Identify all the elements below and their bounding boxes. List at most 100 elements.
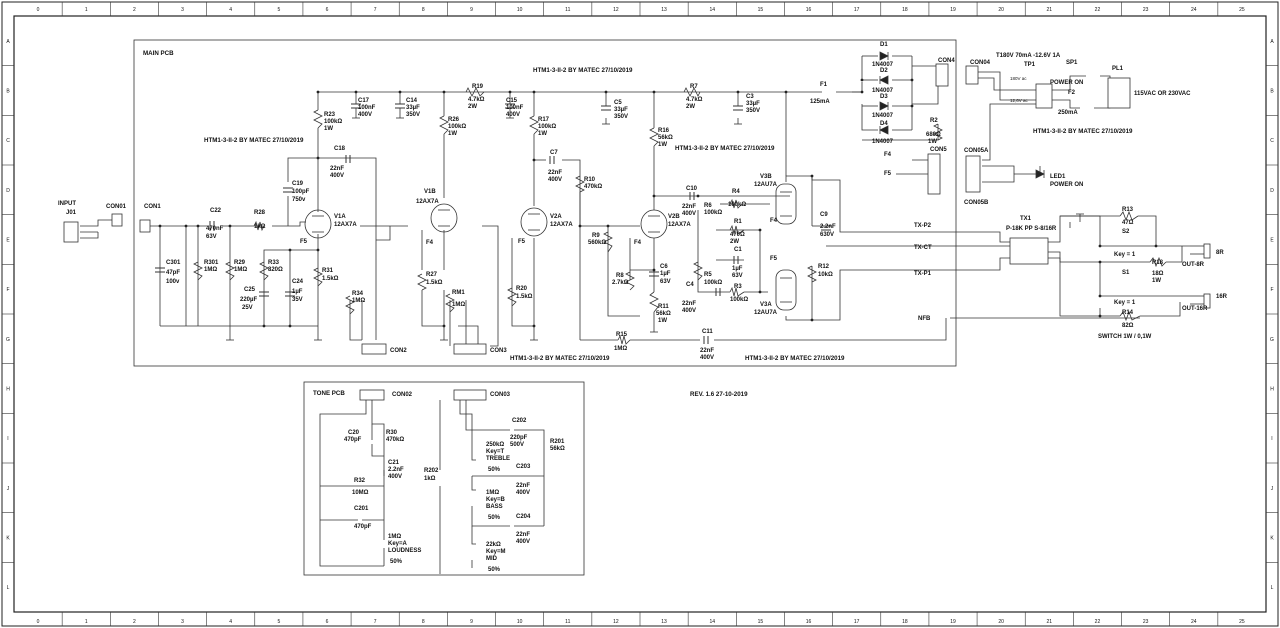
r13-ref: R13 xyxy=(1122,207,1134,213)
row-label-right: H xyxy=(1270,387,1274,393)
c203-ref: C203 xyxy=(516,464,531,470)
row-label-right: C xyxy=(1270,138,1274,144)
row-label-right: G xyxy=(1270,337,1274,343)
key1-label-1: Key = 1 xyxy=(1114,252,1136,258)
connector-con03 xyxy=(453,389,487,401)
r15-ref: R15 xyxy=(616,332,628,338)
connector-pl1 xyxy=(1107,77,1131,109)
r9-value: 560kΩ xyxy=(588,240,606,246)
r18-value: 18Ω xyxy=(1152,271,1164,277)
credit-note-4: HTM1-3-II-2 BY MATEC 27/10/2019 xyxy=(510,355,610,362)
con5-label: CON5 xyxy=(930,147,947,153)
r32-value: 10MΩ xyxy=(352,490,369,496)
r16-value: 56kΩ xyxy=(658,135,673,141)
tube-v3a xyxy=(775,269,797,311)
column-label-bottom: 7 xyxy=(374,619,377,625)
d2-value: 1N4007 xyxy=(872,88,894,94)
column-label-top: 4 xyxy=(229,7,232,13)
column-label-bottom: 8 xyxy=(422,619,425,625)
connector-con4 xyxy=(935,63,949,87)
r23-ref: R23 xyxy=(324,112,336,118)
tx-ct-label: TX-CT xyxy=(914,245,932,251)
con04-label: CON04 xyxy=(970,60,991,66)
j01-label: J01 xyxy=(66,210,77,216)
connector-con2 xyxy=(361,343,387,355)
v1a-ref: V1A xyxy=(334,214,346,220)
r29-value: 1MΩ xyxy=(234,267,247,273)
c204-rating: 400V xyxy=(516,539,530,545)
c4-rating: 400V xyxy=(682,308,696,314)
f2-ref: F2 xyxy=(1068,90,1076,96)
row-label-left: G xyxy=(6,337,10,343)
r33-value: 820Ω xyxy=(268,267,283,273)
r6-value: 100kΩ xyxy=(704,210,722,216)
column-label-top: 24 xyxy=(1191,7,1197,13)
row-label-left: C xyxy=(6,138,10,144)
speaker-jack-16r xyxy=(1203,293,1211,309)
c6-ref: C6 xyxy=(660,264,668,270)
column-label-bottom: 25 xyxy=(1239,619,1245,625)
r8-value: 2.7kΩ xyxy=(612,280,629,286)
v1a-type: 12AX7A xyxy=(334,222,357,228)
c17-value: 100nF xyxy=(358,105,376,111)
row-label-left: F xyxy=(6,287,9,293)
transformer-tx1 xyxy=(1009,237,1049,265)
column-ruler: 0011223344556677889910101111121213131414… xyxy=(37,2,1245,626)
r9-ref: R9 xyxy=(592,233,600,239)
r202-ref: R202 xyxy=(424,468,439,474)
c7-rating: 400V xyxy=(548,177,562,183)
r301-ref: R301 xyxy=(204,260,219,266)
tx-p2-label: TX-P2 xyxy=(914,223,932,229)
tube-v2a xyxy=(520,207,548,237)
c10-rating: 400V xyxy=(682,211,696,217)
f5-label-2: F5 xyxy=(518,239,526,245)
row-label-left: L xyxy=(7,585,10,591)
r32-ref: R32 xyxy=(354,478,366,484)
diodes xyxy=(879,51,1045,179)
c201-value: 470pF xyxy=(354,524,372,530)
r3-ref: R3 xyxy=(734,284,742,290)
r3-value: 100kΩ xyxy=(730,297,748,303)
r28-value: 1kΩ xyxy=(254,224,266,230)
r14-ref: R14 xyxy=(1122,310,1134,316)
row-label-right: E xyxy=(1270,238,1274,244)
tube-envelopes xyxy=(304,183,797,311)
bass-name: BASS xyxy=(486,504,503,510)
c22-ref: C22 xyxy=(210,208,222,214)
r201-ref: R201 xyxy=(550,439,565,445)
credit-note-1: HTM1-3-II-2 BY MATEC 27/10/2019 xyxy=(533,67,633,74)
c202-value: 220pF xyxy=(510,435,528,441)
tx-p1-label: TX-P1 xyxy=(914,271,932,277)
c11-rating: 400V xyxy=(700,355,714,361)
tone-wires xyxy=(319,400,545,574)
treble-key: Key=T xyxy=(486,449,505,455)
c17-rating: 400V xyxy=(358,112,372,118)
v2a-ref: V2A xyxy=(550,214,562,220)
r7-ref: R7 xyxy=(690,84,698,90)
c15-rating: 400V xyxy=(506,112,520,118)
column-label-bottom: 6 xyxy=(326,619,329,625)
column-label-top: 10 xyxy=(517,7,523,13)
r30-value: 470kΩ xyxy=(386,437,404,443)
v3a-ref: V3A xyxy=(760,302,772,308)
sp1-label: SP1 xyxy=(1066,60,1078,66)
c19-rating: 750v xyxy=(292,197,306,203)
column-label-top: 14 xyxy=(709,7,715,13)
v1b-ref: V1B xyxy=(424,189,436,195)
main-pcb-box xyxy=(133,39,957,367)
c5-rating: 350V xyxy=(614,114,628,120)
r1-value: 470Ω xyxy=(730,232,745,238)
connector-con05a xyxy=(965,155,981,193)
column-label-top: 1 xyxy=(85,7,88,13)
r1-rating: 2W xyxy=(730,239,739,245)
c21-value: 2.2nF xyxy=(388,467,404,473)
r14-value: 82Ω xyxy=(1122,323,1134,329)
r12-value: 10kΩ xyxy=(818,272,833,278)
mains-label: 115VAC OR 230VAC xyxy=(1134,91,1191,97)
c3-rating: 350V xyxy=(746,108,760,114)
r17-ref: R17 xyxy=(538,117,550,123)
r17-value: 100kΩ xyxy=(538,124,556,130)
column-label-top: 18 xyxy=(902,7,908,13)
connector-j01 xyxy=(63,221,79,243)
c25-rating: 25V xyxy=(242,305,253,311)
